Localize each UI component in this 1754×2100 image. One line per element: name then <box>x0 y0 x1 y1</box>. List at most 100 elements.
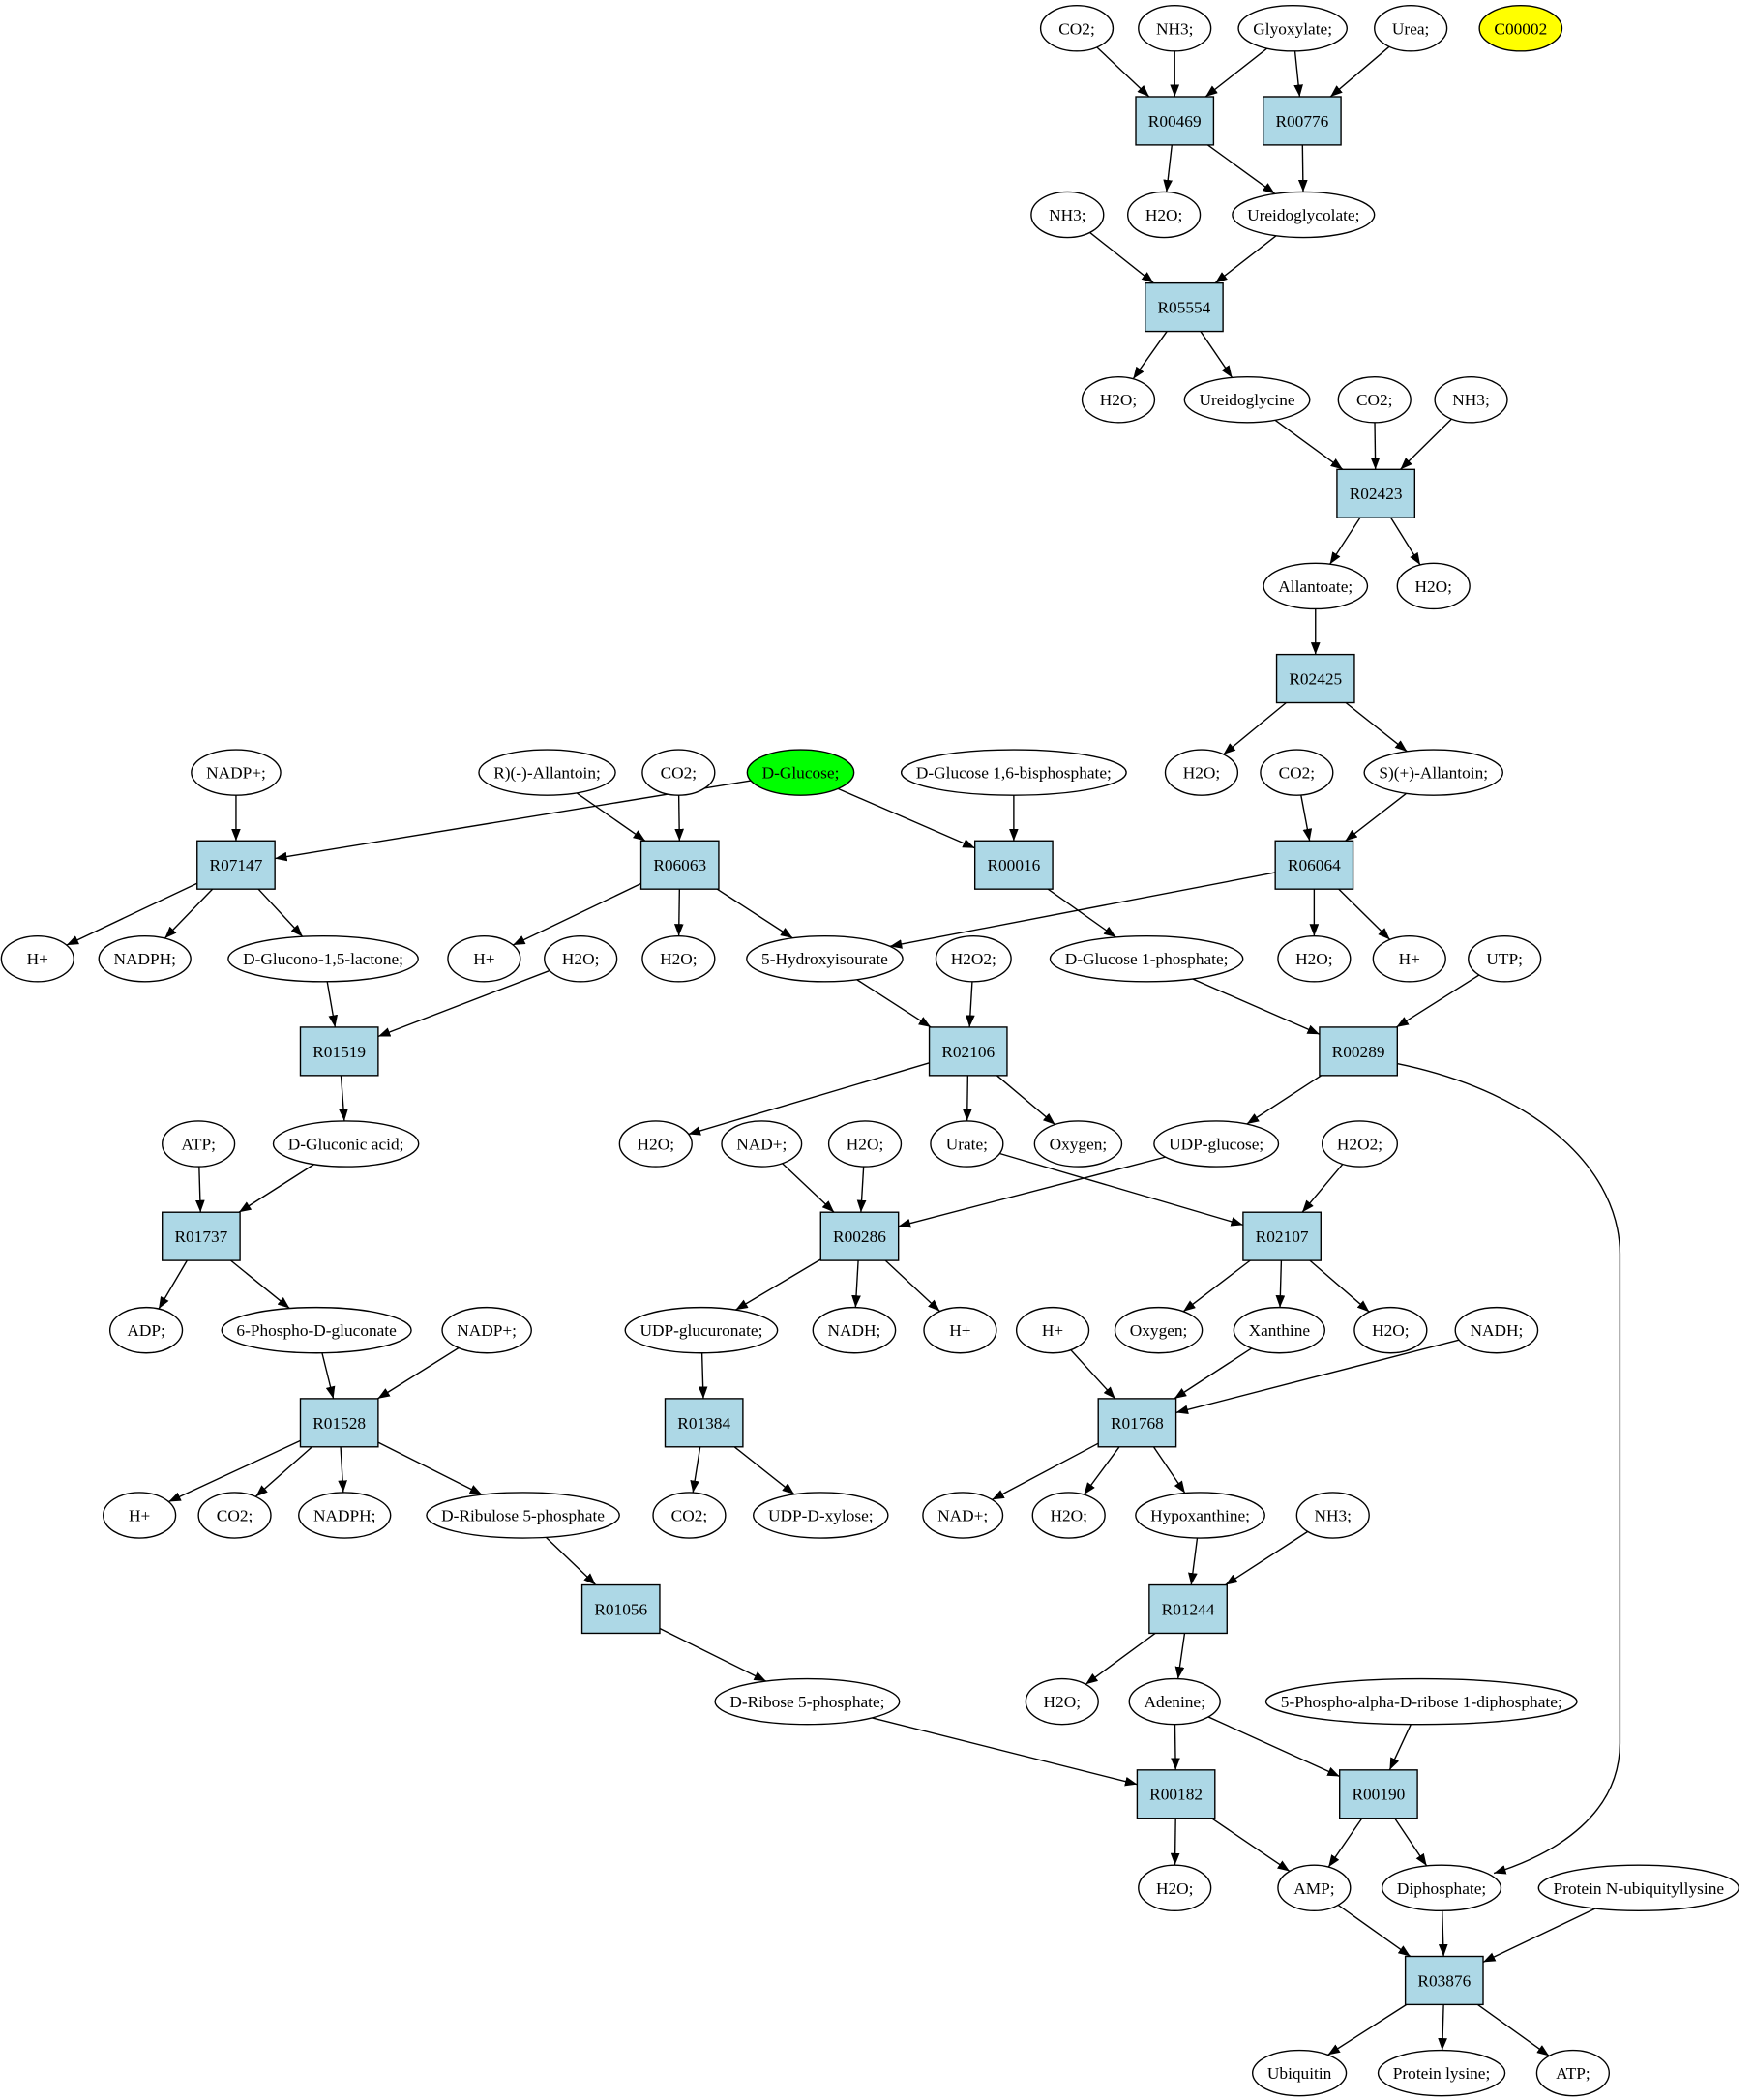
reaction-edge <box>659 1627 767 1682</box>
reaction-edge <box>1047 888 1116 938</box>
reaction-edge <box>254 1446 313 1497</box>
node-label: NADPH; <box>113 950 175 968</box>
reaction-edge <box>1337 1904 1412 1958</box>
compound-node-protein-lysine: Protein lysine; <box>1377 2049 1506 2097</box>
reaction-edge <box>1207 1716 1340 1778</box>
node-label: CO2; <box>1279 764 1316 783</box>
compound-node-urea: Urea; <box>1374 5 1448 52</box>
compound-node-nadph: NADPH; <box>98 934 192 983</box>
reaction-box <box>580 1583 661 1635</box>
node-label: R01528 <box>312 1414 366 1433</box>
compound-ellipse <box>544 934 618 983</box>
compound-node-d-gluconic-acid: D-Gluconic acid; <box>272 1120 420 1168</box>
reaction-edge <box>195 1167 205 1213</box>
reaction-edge <box>1182 1259 1251 1313</box>
reaction-box <box>299 1026 379 1077</box>
compound-ellipse <box>108 1306 184 1354</box>
reaction-node-r00182: R00182 <box>1136 1769 1216 1819</box>
node-label: D-Glucono-1,5-lactone; <box>243 950 403 968</box>
reaction-edge <box>377 1441 483 1495</box>
reaction-edge <box>851 1260 861 1308</box>
compound-ellipse <box>652 1492 727 1539</box>
reaction-edge <box>257 888 304 937</box>
compound-node-nad-plus: NAD+; <box>721 1120 803 1168</box>
node-label: UDP-glucose; <box>1169 1135 1263 1153</box>
compound-node-amp: AMP; <box>1277 1864 1352 1912</box>
compound-node-h2o: H2O; <box>1031 1492 1106 1539</box>
compound-node-nadh: NADH; <box>1454 1306 1539 1354</box>
node-label: UDP-glucuronate; <box>639 1321 762 1340</box>
node-label: R02106 <box>941 1043 995 1061</box>
compound-ellipse <box>1264 1677 1578 1726</box>
reaction-edge <box>1300 794 1313 842</box>
reaction-edge <box>884 1259 940 1313</box>
reaction-edge <box>1070 1349 1116 1400</box>
reaction-node-r01244: R01244 <box>1148 1583 1228 1635</box>
compound-ellipse <box>1025 1677 1099 1726</box>
compound-ellipse <box>1164 749 1239 796</box>
compound-node-h2o2: H2O2; <box>1321 1120 1399 1168</box>
reaction-node-r05554: R05554 <box>1145 281 1224 333</box>
reaction-edge <box>1192 978 1321 1035</box>
reaction-node-r00469: R00469 <box>1135 96 1215 146</box>
node-label: S)(+)-Allantoin; <box>1379 764 1488 783</box>
reaction-edge <box>1246 1075 1323 1125</box>
compound-ellipse <box>1353 1306 1428 1354</box>
node-label: H2O; <box>562 950 599 968</box>
reaction-edge <box>339 1075 348 1122</box>
reaction-node-r06064: R06064 <box>1274 840 1354 890</box>
reaction-edge <box>872 1717 1138 1787</box>
compound-ellipse <box>272 1120 420 1168</box>
node-label: R00289 <box>1332 1043 1385 1061</box>
node-label: R05554 <box>1157 299 1210 317</box>
compound-node-h2o: H2O; <box>641 934 716 983</box>
reaction-edge <box>1174 1633 1186 1679</box>
compound-node-nadh: NADH; <box>812 1306 897 1354</box>
reaction-edge <box>1083 1446 1120 1495</box>
node-label: D-Glucose 1,6-bisphosphate; <box>916 764 1112 783</box>
reaction-edge <box>889 872 1276 949</box>
compound-ellipse <box>1232 191 1376 239</box>
node-label: H2O; <box>1295 950 1332 968</box>
compound-ellipse <box>1183 375 1311 424</box>
node-label: Oxygen; <box>1050 1135 1108 1153</box>
node-label: H+ <box>1399 950 1420 968</box>
compound-ellipse <box>1374 5 1448 52</box>
node-label: NH3; <box>1452 391 1489 409</box>
reaction-box <box>1404 1955 1484 2006</box>
compound-node-atp: ATP; <box>162 1120 236 1168</box>
compound-node-5-phospho-alpha-d-ribose-1-diphosphate: 5-Phospho-alpha-D-ribose 1-diphosphate; <box>1264 1677 1578 1726</box>
node-label: R00776 <box>1275 112 1328 131</box>
reaction-edge <box>1477 2003 1550 2056</box>
compound-ellipse <box>1454 1306 1539 1354</box>
compound-ellipse <box>1081 375 1156 424</box>
node-label: C00002 <box>1494 19 1547 38</box>
reaction-edge <box>1096 46 1150 98</box>
reaction-edge <box>782 1163 835 1213</box>
reaction-box <box>973 840 1054 890</box>
compound-node-co2: CO2; <box>1039 5 1115 52</box>
node-label: R02423 <box>1350 485 1403 503</box>
compound-ellipse <box>426 1492 620 1539</box>
node-label: R01384 <box>677 1414 730 1433</box>
reaction-edge <box>1188 1537 1199 1585</box>
compound-node-s-plus-allantoin: S)(+)-Allantoin; <box>1363 749 1504 796</box>
reaction-edge <box>576 792 646 842</box>
node-label: ATP; <box>1556 2064 1590 2083</box>
node-label: R00469 <box>1148 112 1202 131</box>
node-label: Xanthine <box>1249 1321 1311 1340</box>
compound-node-udp-d-xylose: UDP-D-xylose; <box>753 1492 889 1539</box>
reaction-edge <box>1207 144 1276 194</box>
compound-node-h2o: H2O; <box>1127 191 1202 239</box>
node-label: H2O; <box>1044 1693 1081 1711</box>
node-label: R03876 <box>1417 1971 1471 1990</box>
reaction-edge <box>230 1259 290 1310</box>
compound-ellipse <box>1381 1864 1502 1912</box>
node-label: NADP+; <box>457 1321 517 1340</box>
reaction-edge <box>1175 1339 1460 1415</box>
reaction-edge <box>1223 701 1287 755</box>
node-label: 5-Hydroxyisourate <box>761 950 888 968</box>
reaction-node-r01384: R01384 <box>664 1398 744 1448</box>
